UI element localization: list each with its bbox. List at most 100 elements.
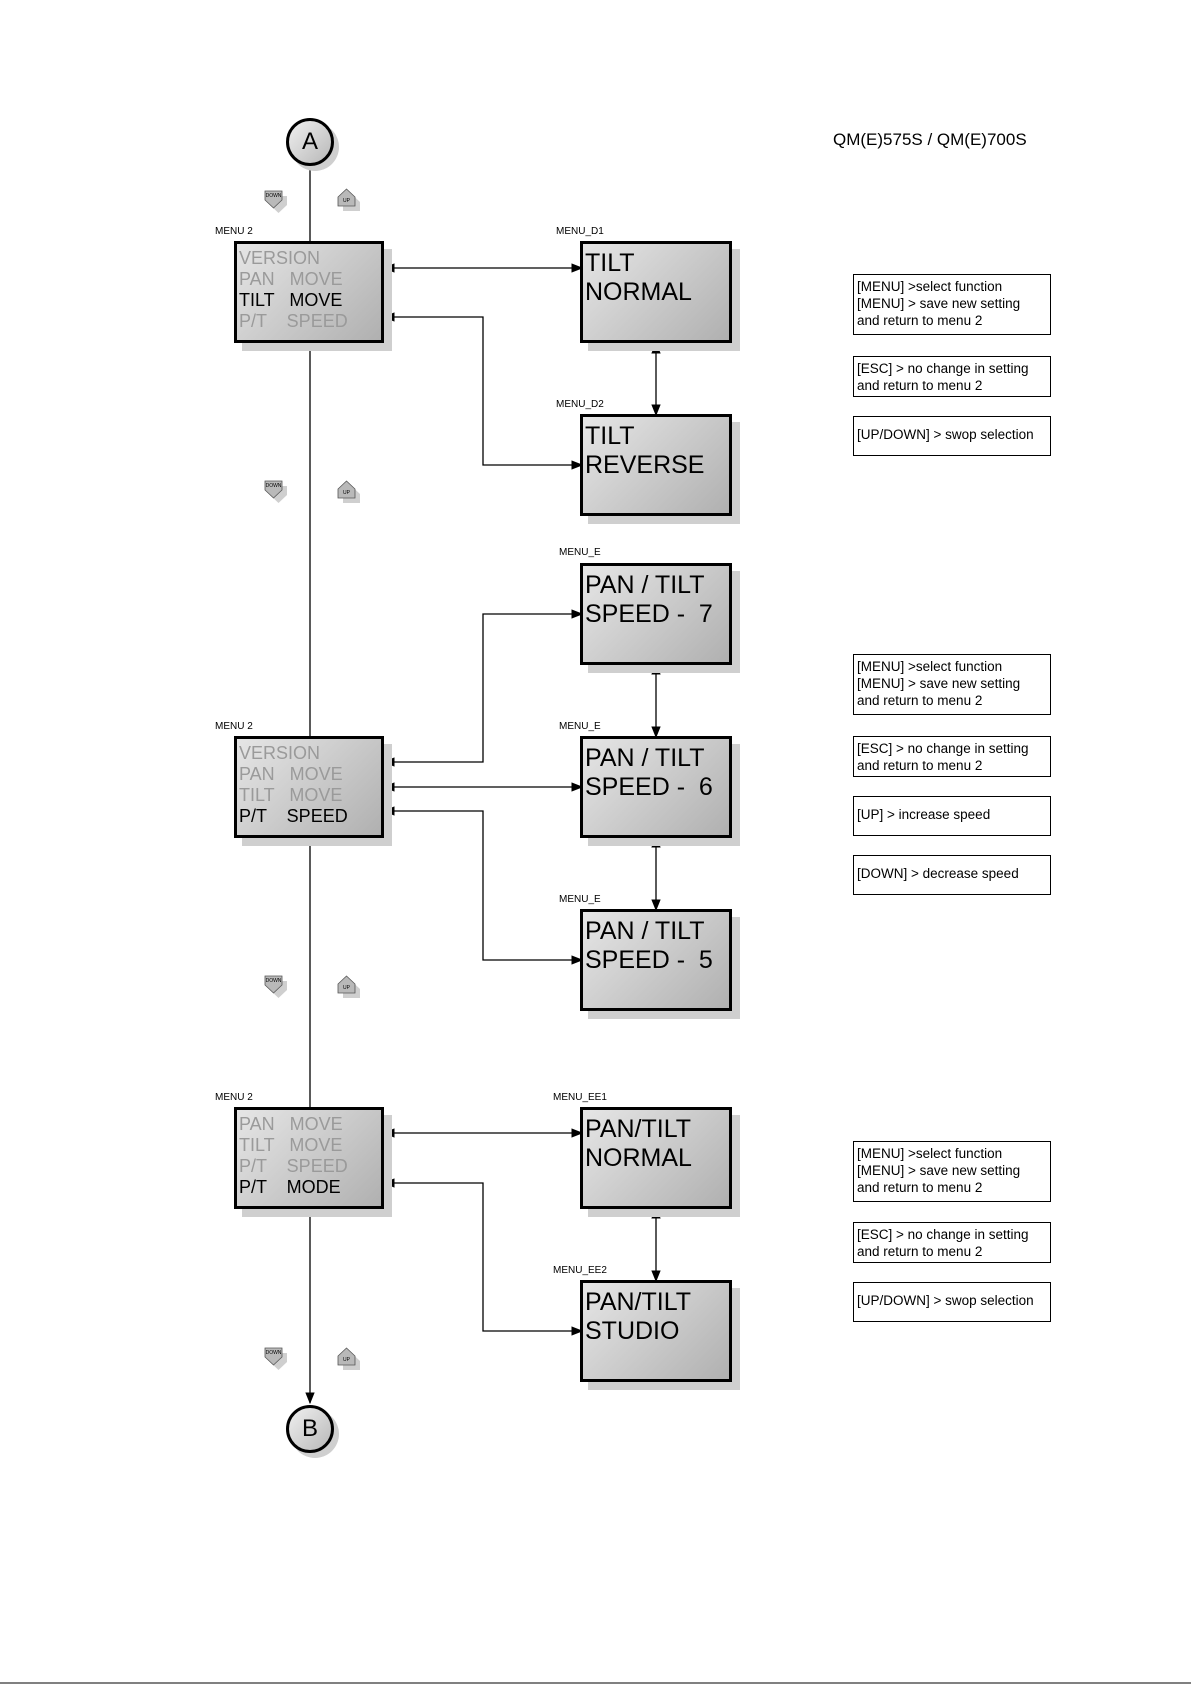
note-esc: [ESC] > no change in setting and return … [853, 1222, 1051, 1263]
note-line: [MENU] > save new setting [857, 296, 1021, 311]
note-line: [MENU] >select function [857, 279, 1003, 294]
down-key-icon: DOWN [263, 188, 287, 213]
note-menu: [MENU] >select function [MENU] > save ne… [853, 654, 1051, 715]
option-tag: MENU_E [559, 894, 601, 905]
option-line: TILT [585, 249, 635, 277]
option-tag: MENU_EE2 [553, 1265, 607, 1276]
arrow-menu2-ee2 [382, 1178, 584, 1336]
up-key-label: UP [343, 198, 351, 204]
down-key-label: DOWN [266, 483, 282, 489]
down-key-label: DOWN [266, 1350, 282, 1356]
down-key-icon: DOWN [263, 1345, 287, 1370]
note-line: [MENU] > save new setting [857, 1163, 1021, 1178]
speed-7-box: PAN / TILT SPEED - 7 [580, 563, 732, 665]
speed-6-box: PAN / TILT SPEED - 6 [580, 736, 732, 838]
down-key-icon: DOWN [263, 973, 287, 998]
note-down: [DOWN] > decrease speed [853, 855, 1051, 895]
up-key-icon: UP [336, 975, 360, 998]
menu-tag: MENU 2 [215, 226, 253, 237]
arrow-menu2-speed5 [382, 806, 584, 965]
option-tag: MENU_D1 [556, 226, 604, 237]
menu2-pt-speed-box: VERSION PAN MOVE TILT MOVE P/T SPEED [234, 736, 384, 838]
note-up: [UP] > increase speed [853, 796, 1051, 836]
note-menu: [MENU] >select function [MENU] > save ne… [853, 274, 1051, 335]
pantilt-studio-box: PAN/TILT STUDIO [580, 1280, 732, 1382]
option-line: STUDIO [585, 1317, 680, 1345]
note-line: [ESC] > no change in setting [857, 1227, 1029, 1242]
note-esc: [ESC] > no change in setting and return … [853, 356, 1051, 397]
note-line: [MENU] > save new setting [857, 676, 1021, 691]
note-line: and return to menu 2 [857, 378, 983, 393]
note-line: [ESC] > no change in setting [857, 361, 1029, 376]
menu-line: VERSION [239, 743, 321, 763]
up-key-icon: UP [336, 188, 360, 211]
up-key-label: UP [343, 490, 351, 496]
option-line: SPEED - 6 [585, 773, 713, 801]
speed-5-box: PAN / TILT SPEED - 5 [580, 909, 732, 1011]
option-line: REVERSE [585, 451, 705, 479]
arrow-menu2-speed7 [382, 609, 584, 767]
note-up-down: [UP/DOWN] > swop selection [853, 416, 1051, 456]
menu-line-selected: P/T MODE [239, 1177, 341, 1197]
menu2-tilt-move-box: VERSION PAN MOVE TILT MOVE P/T SPEED [234, 241, 384, 343]
option-line: NORMAL [585, 278, 692, 306]
note-line: [MENU] >select function [857, 659, 1003, 674]
option-tag: MENU_E [559, 721, 601, 732]
up-key-icon: UP [336, 480, 360, 503]
menu-line-selected: TILT MOVE [239, 290, 343, 310]
up-key-icon: UP [336, 1347, 360, 1370]
menu-line: PAN MOVE [239, 764, 343, 784]
down-key-label: DOWN [266, 978, 282, 984]
option-line: PAN / TILT [585, 571, 705, 599]
option-line: PAN/TILT [585, 1288, 692, 1316]
connector-b-label: B [301, 1415, 318, 1442]
note-line: and return to menu 2 [857, 1244, 983, 1259]
option-line: SPEED - 5 [585, 946, 713, 974]
note-line: [UP] > increase speed [857, 807, 991, 822]
option-line: PAN/TILT [585, 1115, 692, 1143]
menu-line: PAN MOVE [239, 269, 343, 289]
note-line: and return to menu 2 [857, 693, 983, 708]
tilt-normal-box: TILT NORMAL [580, 241, 732, 343]
note-line: [ESC] > no change in setting [857, 741, 1029, 756]
up-key-label: UP [343, 985, 351, 991]
note-menu: [MENU] >select function [MENU] > save ne… [853, 1141, 1051, 1202]
note-esc: [ESC] > no change in setting and return … [853, 736, 1051, 777]
option-line: SPEED - 7 [585, 600, 713, 628]
note-up-down: [UP/DOWN] > swop selection [853, 1282, 1051, 1322]
menu-line: VERSION [239, 248, 321, 268]
note-line: [DOWN] > decrease speed [857, 866, 1019, 881]
page-title: QM(E)575S / QM(E)700S [833, 130, 1027, 149]
note-line: [UP/DOWN] > swop selection [857, 427, 1034, 442]
menu-tag: MENU 2 [215, 721, 253, 732]
menu-line: P/T SPEED [239, 311, 348, 331]
option-line: PAN / TILT [585, 917, 705, 945]
menu-line-selected: P/T SPEED [239, 806, 348, 826]
connector-a-label: A [301, 128, 318, 155]
option-tag: MENU_E [559, 547, 601, 558]
menu-tag: MENU 2 [215, 1092, 253, 1103]
option-tag: MENU_D2 [556, 399, 604, 410]
connector-b: B [286, 1405, 334, 1453]
menu-line: PAN MOVE [239, 1114, 343, 1134]
down-key-label: DOWN [266, 193, 282, 199]
menu-line: P/T SPEED [239, 1156, 348, 1176]
note-line: and return to menu 2 [857, 758, 983, 773]
option-line: NORMAL [585, 1144, 692, 1172]
note-line: [UP/DOWN] > swop selection [857, 1293, 1034, 1308]
menu-line: TILT MOVE [239, 1135, 343, 1155]
tilt-reverse-box: TILT REVERSE [580, 414, 732, 516]
note-line: and return to menu 2 [857, 1180, 983, 1195]
pantilt-normal-box: PAN/TILT NORMAL [580, 1107, 732, 1209]
option-line: TILT [585, 422, 635, 450]
option-line: PAN / TILT [585, 744, 705, 772]
arrow-menu2-d2 [382, 312, 584, 470]
connector-a: A [286, 118, 334, 166]
up-key-label: UP [343, 1357, 351, 1363]
menu-line: TILT MOVE [239, 785, 343, 805]
option-tag: MENU_EE1 [553, 1092, 607, 1103]
menu2-pt-mode-box: PAN MOVE TILT MOVE P/T SPEED P/T MODE [234, 1107, 384, 1209]
note-line: [MENU] >select function [857, 1146, 1003, 1161]
note-line: and return to menu 2 [857, 313, 983, 328]
down-key-icon: DOWN [263, 478, 287, 503]
